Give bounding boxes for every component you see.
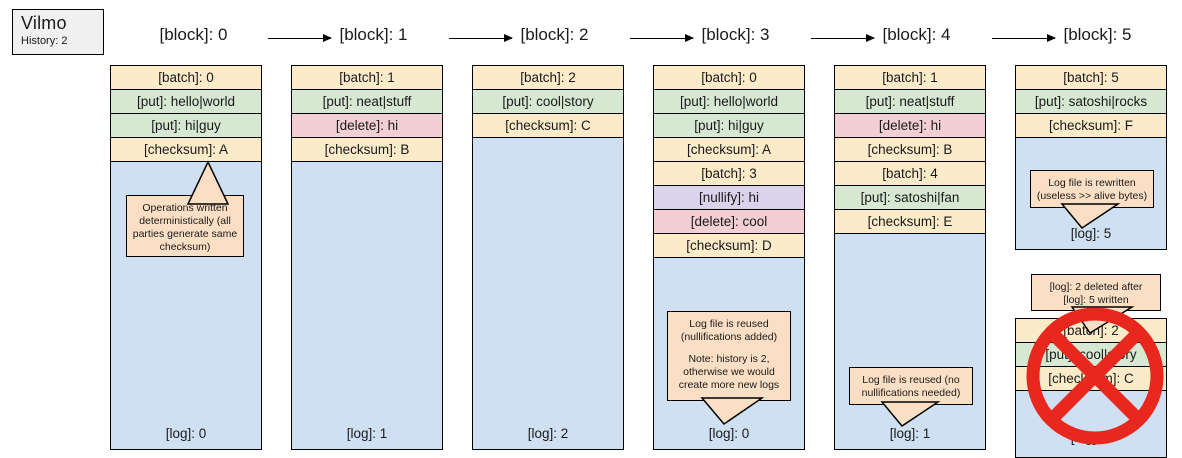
arrow-block2-block3: [630, 34, 694, 44]
callout-line: Note: history is 2,: [688, 353, 770, 365]
arrow-head: [866, 34, 875, 42]
deleted-callout: [log]: 2 deleted after [log]: 5 written: [1031, 274, 1161, 311]
log-row: [checksum]: C: [1016, 367, 1166, 391]
log-row: [put]: hello|world: [654, 90, 804, 114]
log-file-label: [log]: 5: [1070, 226, 1112, 241]
log-row: [put]: hi|guy: [654, 114, 804, 138]
log-row: [put]: cool|story: [1016, 343, 1166, 367]
log-row: [nullify]: hi: [654, 186, 804, 210]
log-row: [delete]: hi: [292, 114, 442, 138]
vilmo-legend-box: Vilmo History: 2: [12, 9, 104, 55]
arrow-head: [1047, 34, 1056, 42]
callout-block-3: Log file is reused (nullifications added…: [667, 311, 791, 401]
log-row: [put]: satoshi|fan: [835, 186, 985, 210]
callout-tail-0: [180, 160, 240, 208]
callout-line: Log file is reused (no: [862, 374, 960, 386]
arrow-shaft: [811, 38, 874, 40]
callout-line: (nullifications added): [680, 331, 778, 343]
log-row: [put]: neat|stuff: [835, 90, 985, 114]
callout-line: create more new logs: [678, 379, 780, 391]
callout-tail-4: [880, 400, 960, 432]
arrow-block3-block4: [811, 34, 875, 44]
block-header-0: [block]: 0: [159, 25, 228, 44]
log-file-label: [log]: 1: [889, 426, 931, 441]
log-entry-list: [batch]: 0 [put]: hello|world [put]: hi|…: [111, 66, 261, 162]
log-row: [checksum]: D: [654, 234, 804, 258]
arrow-block4-block5: [992, 34, 1056, 44]
log-column-0[interactable]: [batch]: 0 [put]: hello|world [put]: hi|…: [110, 65, 262, 450]
log-entry-list: [batch]: 1 [put]: neat|stuff [delete]: h…: [835, 66, 985, 234]
callout-line: Log file is rewritten: [1048, 177, 1136, 189]
callout-tail-5: [1060, 202, 1140, 234]
log-file-label: [log]: 1: [346, 426, 388, 441]
log-row: [put]: hello|world: [111, 90, 261, 114]
arrow-head: [685, 34, 694, 42]
log-row: [checksum]: E: [835, 210, 985, 234]
log-row: [batch]: 2: [473, 66, 623, 90]
block-header-3: [block]: 3: [701, 25, 770, 44]
callout-line: Log file is reused: [689, 318, 769, 330]
legend-title: Vilmo: [21, 13, 67, 33]
block-header-1: [block]: 1: [339, 25, 408, 44]
log-entry-list: [batch]: 1 [put]: neat|stuff [delete]: h…: [292, 66, 442, 162]
log-row: [put]: satoshi|rocks: [1016, 90, 1166, 114]
log-row: [checksum]: A: [654, 138, 804, 162]
log-row: [delete]: cool: [654, 210, 804, 234]
log-row: [put]: neat|stuff: [292, 90, 442, 114]
arrow-block1-block2: [449, 34, 513, 44]
log-row: [delete]: hi: [835, 114, 985, 138]
log-file-label: [log]: 0: [708, 426, 750, 441]
arrow-head: [323, 34, 332, 42]
log-row: [batch]: 3: [654, 162, 804, 186]
log-row: [batch]: 0: [111, 66, 261, 90]
log-row: [checksum]: B: [292, 138, 442, 162]
log-column-1[interactable]: [batch]: 1 [put]: neat|stuff [delete]: h…: [291, 65, 443, 450]
log-row: [checksum]: B: [835, 138, 985, 162]
log-file-label: [log]: 2: [527, 426, 569, 441]
arrow-block0-block1: [268, 34, 332, 44]
arrow-shaft: [992, 38, 1055, 40]
block-header-5: [block]: 5: [1063, 25, 1132, 44]
log-file-label: [log]: 2: [1070, 430, 1112, 445]
callout-block-0: Operations written deterministically (al…: [126, 195, 244, 257]
callout-tail-3: [700, 396, 780, 430]
log-row: [batch]: 1: [292, 66, 442, 90]
callout-line: Operations written: [142, 202, 228, 214]
arrow-shaft: [449, 38, 512, 40]
block-header-2: [block]: 2: [520, 25, 589, 44]
log-row: [checksum]: A: [111, 138, 261, 162]
log-row: [batch]: 4: [835, 162, 985, 186]
legend-history-value: History: 2: [21, 35, 68, 47]
log-row: [batch]: 5: [1016, 66, 1166, 90]
callout-block-4: Log file is reused (no nullifications ne…: [849, 367, 973, 405]
log-file-label: [log]: 0: [165, 426, 207, 441]
log-entry-list: [batch]: 2 [put]: cool|story [checksum]:…: [473, 66, 623, 138]
callout-spacer: [673, 344, 785, 353]
log-column-2[interactable]: [batch]: 2 [put]: cool|story [checksum]:…: [472, 65, 624, 450]
deleted-callout-tail: [1058, 305, 1148, 341]
callout-line: [log]: 5 written: [1063, 294, 1129, 306]
block-header-4: [block]: 4: [882, 25, 951, 44]
log-entry-list: [batch]: 5 [put]: satoshi|rocks [checksu…: [1016, 66, 1166, 138]
arrow-shaft: [630, 38, 693, 40]
callout-line: otherwise we would: [683, 366, 775, 378]
log-row: [put]: cool|story: [473, 90, 623, 114]
log-entry-list: [batch]: 0 [put]: hello|world [put]: hi|…: [654, 66, 804, 258]
callout-line: (useless >> alive bytes): [1036, 190, 1148, 202]
arrow-shaft: [268, 38, 331, 40]
log-row: [put]: hi|guy: [111, 114, 261, 138]
log-row: [batch]: 1: [835, 66, 985, 90]
callout-line: deterministically (all: [139, 215, 231, 227]
callout-line: parties generate same: [132, 228, 238, 240]
callout-line: nullifications needed): [861, 387, 961, 399]
callout-line: checksum): [159, 241, 211, 253]
arrow-head: [504, 34, 513, 42]
callout-line: [log]: 2 deleted after: [1049, 281, 1143, 293]
log-row: [batch]: 0: [654, 66, 804, 90]
log-row: [checksum]: C: [473, 114, 623, 138]
callout-block-5: Log file is rewritten (useless >> alive …: [1030, 170, 1154, 208]
log-row: [checksum]: F: [1016, 114, 1166, 138]
